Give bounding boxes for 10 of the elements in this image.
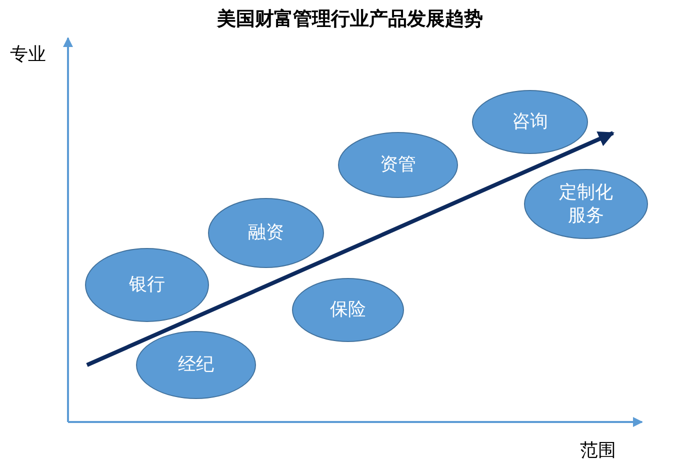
category-ellipse: 咨询 [472,90,588,154]
axis-label: 范围 [580,439,616,462]
category-ellipse: 经纪 [136,331,256,399]
category-ellipse: 融资 [208,198,324,268]
chart-title: 美国财富管理行业产品发展趋势 [216,7,484,32]
category-ellipse: 银行 [85,248,209,322]
axis-label: 专业 [10,43,46,66]
category-ellipse: 保险 [292,278,404,342]
category-ellipse: 定制化服务 [524,169,648,239]
category-ellipse: 资管 [338,132,458,198]
